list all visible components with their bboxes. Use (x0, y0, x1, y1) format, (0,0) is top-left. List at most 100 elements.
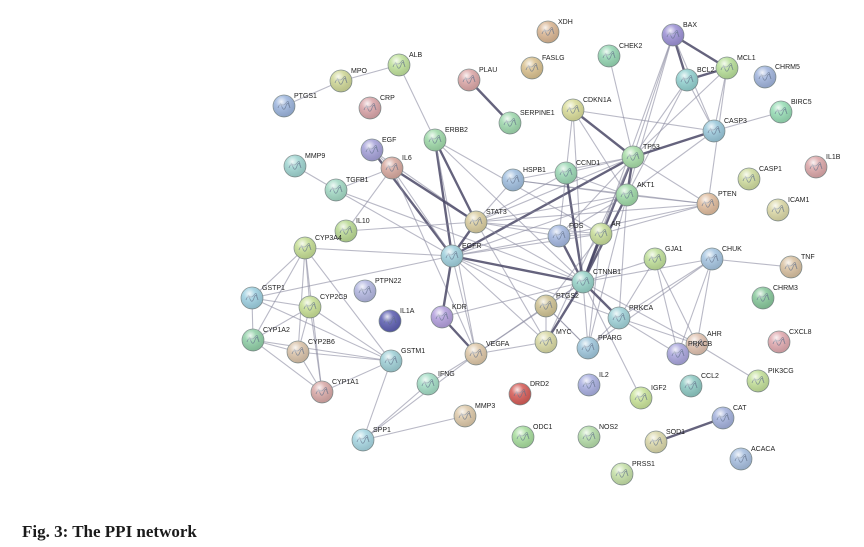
node-gloss (441, 245, 463, 267)
node-label-casp3: CASP3 (724, 118, 747, 125)
node-spp1[interactable]: SPP1 (352, 427, 391, 451)
node-il1b[interactable]: IL1B (805, 154, 841, 178)
node-myc[interactable]: MYC (535, 329, 572, 353)
node-vegfa[interactable]: VEGFA (465, 341, 510, 365)
node-gloss (630, 387, 652, 409)
node-gloss (465, 343, 487, 365)
node-cxcl8[interactable]: CXCL8 (768, 329, 812, 353)
node-xdh[interactable]: XDH (537, 19, 573, 43)
node-gloss (578, 426, 600, 448)
node-mmp9[interactable]: MMP9 (284, 153, 325, 177)
node-gloss (325, 179, 347, 201)
node-drd2[interactable]: DRD2 (509, 381, 549, 405)
node-label-ctnnb1: CTNNB1 (593, 269, 621, 276)
node-cyp3a4[interactable]: CYP3A4 (294, 235, 342, 259)
node-label-chek2: CHEK2 (619, 43, 642, 50)
node-bcl2[interactable]: BCL2 (676, 67, 715, 91)
node-tgfb1[interactable]: TGFB1 (325, 177, 369, 201)
node-casp1[interactable]: CASP1 (738, 166, 782, 190)
node-label-cdkn1a: CDKN1A (583, 97, 612, 104)
node-ptgs1[interactable]: PTGS1 (273, 93, 317, 117)
node-ptgs2[interactable]: PTGS2 (535, 293, 579, 317)
node-gloss (273, 95, 295, 117)
node-label-bax: BAX (683, 22, 697, 29)
node-label-drd2: DRD2 (530, 381, 549, 388)
node-gloss (361, 139, 383, 161)
node-gloss (555, 162, 577, 184)
node-akt1[interactable]: AKT1 (616, 182, 655, 206)
node-gloss (680, 375, 702, 397)
node-label-vegfa: VEGFA (486, 341, 510, 348)
node-gstm1[interactable]: GSTM1 (380, 348, 425, 372)
node-faslg[interactable]: FASLG (521, 55, 565, 79)
node-chuk[interactable]: CHUK (701, 246, 742, 270)
node-casp3[interactable]: CASP3 (703, 118, 747, 142)
node-alb[interactable]: ALB (388, 52, 423, 76)
node-prss1[interactable]: PRSS1 (611, 461, 655, 485)
node-layer: XDHFASLGBAXCHEK2MCL1BCL2CHRM5ALBMPOPLAUP… (241, 19, 841, 485)
node-label-cat: CAT (733, 405, 747, 412)
node-erbb2[interactable]: ERBB2 (424, 127, 468, 151)
node-prkcb[interactable]: PRKCB (667, 341, 712, 365)
node-cyp1a1[interactable]: CYP1A1 (311, 379, 359, 403)
edge-akt1-prkca (619, 195, 627, 318)
node-mpo[interactable]: MPO (330, 68, 368, 92)
figure-caption: Fig. 3: The PPI network (22, 522, 197, 542)
node-cyp2c9[interactable]: CYP2C9 (299, 294, 347, 318)
node-chek2[interactable]: CHEK2 (598, 43, 642, 67)
node-gloss (294, 237, 316, 259)
node-label-il2: IL2 (599, 372, 609, 379)
node-cat[interactable]: CAT (712, 405, 747, 429)
node-ccl2[interactable]: CCL2 (680, 373, 719, 397)
node-pten[interactable]: PTEN (697, 191, 737, 215)
node-il1a[interactable]: IL1A (379, 308, 415, 332)
node-il6[interactable]: IL6 (381, 155, 412, 179)
node-il2[interactable]: IL2 (578, 372, 609, 396)
node-gloss (502, 169, 524, 191)
node-label-akt1: AKT1 (637, 182, 655, 189)
node-cdkn1a[interactable]: CDKN1A (562, 97, 612, 121)
node-label-prkcb: PRKCB (688, 341, 712, 348)
node-egfr[interactable]: EGFR (441, 243, 481, 267)
node-label-cxcl8: CXCL8 (789, 329, 812, 336)
node-gloss (431, 306, 453, 328)
node-mcl1[interactable]: MCL1 (716, 55, 756, 79)
node-ptpn22[interactable]: PTPN22 (354, 278, 402, 302)
edge-gja1-ahr (655, 259, 697, 344)
node-kdr[interactable]: KDR (431, 304, 467, 328)
node-gloss (562, 99, 584, 121)
node-label-cyp3a4: CYP3A4 (315, 235, 342, 242)
node-icam1[interactable]: ICAM1 (767, 197, 810, 221)
node-ifng[interactable]: IFNG (417, 371, 455, 395)
node-mmp3[interactable]: MMP3 (454, 403, 495, 427)
node-ar[interactable]: AR (590, 221, 621, 245)
node-label-casp1: CASP1 (759, 166, 782, 173)
node-bax[interactable]: BAX (662, 22, 697, 46)
node-gloss (645, 431, 667, 453)
node-label-gstp1: GSTP1 (262, 285, 285, 292)
node-gloss (780, 256, 802, 278)
node-birc5[interactable]: BIRC5 (770, 99, 812, 123)
node-serpine1[interactable]: SERPINE1 (499, 110, 555, 134)
node-label-tnf: TNF (801, 254, 815, 261)
node-chrm3[interactable]: CHRM3 (752, 285, 798, 309)
node-sod1[interactable]: SOD1 (645, 429, 685, 453)
node-acaca[interactable]: ACACA (730, 446, 775, 470)
node-tnf[interactable]: TNF (780, 254, 815, 278)
node-label-chrm3: CHRM3 (773, 285, 798, 292)
node-nos2[interactable]: NOS2 (578, 424, 618, 448)
node-igf2[interactable]: IGF2 (630, 385, 667, 409)
node-label-chuk: CHUK (722, 246, 742, 253)
node-gja1[interactable]: GJA1 (644, 246, 683, 270)
node-label-cyp2c9: CYP2C9 (320, 294, 347, 301)
node-chrm5[interactable]: CHRM5 (754, 64, 800, 88)
node-crp[interactable]: CRP (359, 95, 395, 119)
node-label-erbb2: ERBB2 (445, 127, 468, 134)
node-gstp1[interactable]: GSTP1 (241, 285, 285, 309)
node-odc1[interactable]: ODC1 (512, 424, 553, 448)
node-label-nos2: NOS2 (599, 424, 618, 431)
node-label-prss1: PRSS1 (632, 461, 655, 468)
node-label-ptgs2: PTGS2 (556, 293, 579, 300)
node-pik3cg[interactable]: PIK3CG (747, 368, 794, 392)
